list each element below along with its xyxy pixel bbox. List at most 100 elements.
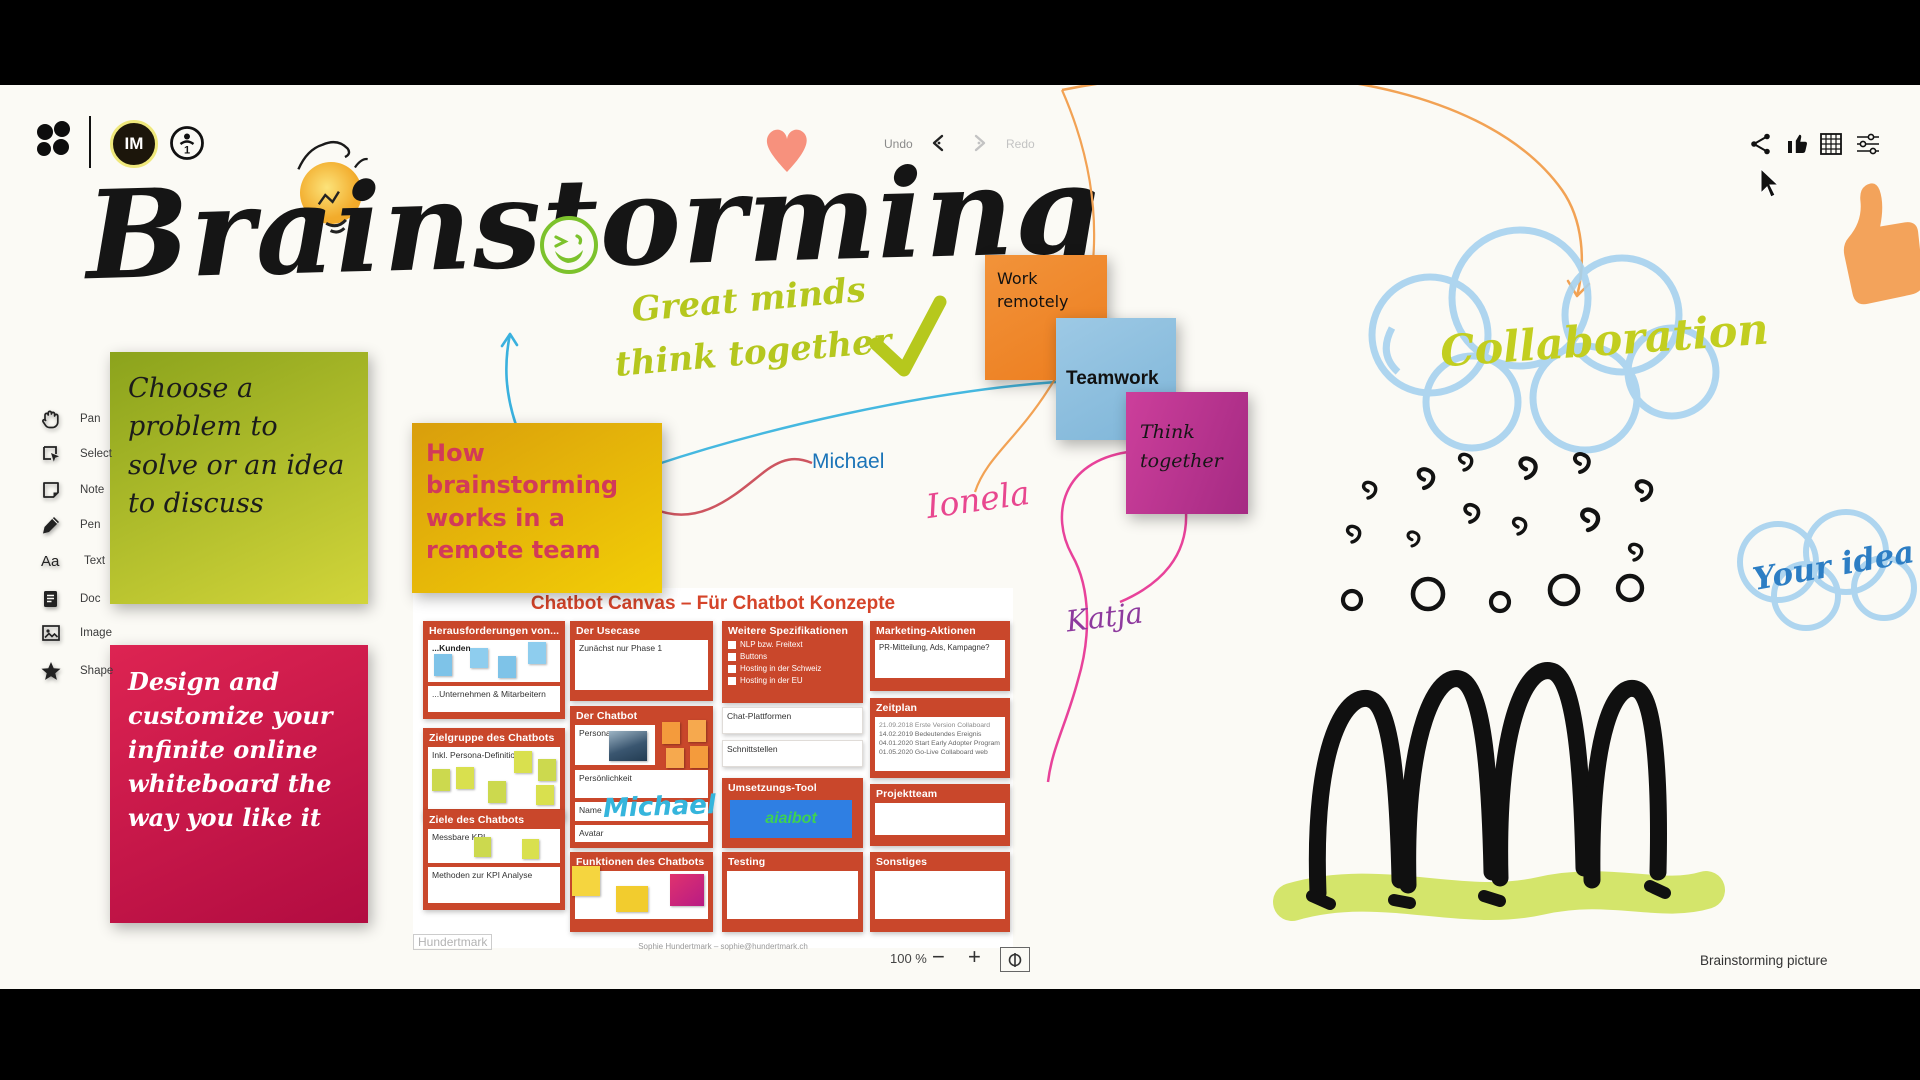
section-title: Herausforderungen von... — [429, 625, 560, 637]
mini-sticky — [572, 866, 600, 896]
header-divider — [89, 116, 91, 168]
tool-pan[interactable]: Pan — [40, 404, 170, 434]
mini-sticky — [666, 748, 684, 768]
mini-sticky — [470, 648, 488, 668]
section-title: Zielgruppe des Chatbots — [429, 732, 555, 744]
arches-drawing — [1273, 662, 1725, 921]
share-icon[interactable] — [1749, 132, 1773, 156]
mini-sticky — [434, 654, 452, 676]
section-title: Funktionen des Chatbots — [576, 856, 705, 868]
tool-label: Select — [80, 448, 112, 460]
zoom-out-button[interactable]: − — [932, 944, 945, 969]
history-forward-icon[interactable] — [970, 133, 988, 153]
doc-text: Name — [579, 805, 602, 815]
mini-sticky — [688, 720, 706, 742]
section-title: Der Usecase — [576, 625, 641, 637]
board-title[interactable]: Brainstorming — [84, 136, 1103, 308]
handwritten-name: Michael — [602, 790, 717, 824]
red-connector — [651, 457, 813, 516]
sticky-note-think-together[interactable]: Think together — [1126, 392, 1248, 514]
fit-screen-button[interactable] — [1000, 947, 1030, 972]
name-text-ionela[interactable]: Ionela — [923, 472, 1033, 527]
tool-label: Text — [84, 555, 106, 567]
section-title: Marketing-Aktionen — [876, 625, 976, 637]
thumbs-up-drawing — [1843, 183, 1920, 305]
checkbox — [728, 640, 736, 649]
sticky-text: Design and customize your infinite onlin… — [128, 667, 333, 833]
blue-arrow-connector — [500, 332, 519, 426]
board-name-label[interactable]: Brainstorming picture — [1700, 953, 1828, 968]
doc-text: ...Unternehmen & Mitarbeitern — [432, 689, 546, 699]
doc-icon — [44, 591, 57, 607]
mini-sticky — [474, 837, 491, 857]
checkbox-row[interactable]: Hosting in der Schweiz — [728, 664, 857, 673]
undo-label[interactable]: Undo — [884, 137, 913, 151]
doc-text: ...Kunden — [432, 643, 471, 653]
mini-sticky — [538, 759, 556, 781]
section-title: Sonstiges — [876, 856, 928, 868]
your-idea-label[interactable]: Your idea — [1750, 534, 1917, 598]
hundertmark-logo: Hundertmark — [413, 934, 493, 950]
name-text-katja[interactable]: Katja — [1064, 595, 1145, 639]
bottom-letterbox — [0, 989, 1920, 1080]
pink-connector-short — [1119, 511, 1188, 604]
tool-select[interactable]: Select — [40, 439, 170, 469]
checkbox-label: Hosting in der Schweiz — [740, 664, 822, 673]
mini-sticky — [662, 722, 680, 744]
sticky-text: Teamwork — [1066, 368, 1159, 389]
history-back-icon[interactable] — [930, 133, 948, 153]
pan-icon — [42, 410, 59, 429]
avatar-initials: IM — [124, 134, 144, 153]
grid-icon[interactable] — [1819, 132, 1843, 156]
tool-doc[interactable]: Doc — [40, 584, 170, 614]
shape-icon — [41, 662, 61, 680]
text-icon: Aa — [41, 553, 60, 570]
settings-icon[interactable] — [1855, 132, 1881, 156]
field-schnittstellen: Schnittstellen — [722, 740, 863, 767]
sticky-note-design[interactable]: Design and customize your infinite onlin… — [110, 645, 368, 923]
tool-label: Doc — [80, 593, 101, 605]
fit-screen-icon — [1008, 952, 1022, 967]
zoom-in-button[interactable]: + — [968, 944, 981, 969]
select-icon — [43, 446, 59, 462]
redo-label[interactable]: Redo — [1006, 137, 1035, 151]
section-sonstiges: Sonstiges — [870, 852, 1010, 932]
participants-icon[interactable]: 1 — [168, 124, 208, 164]
section-funktionen: Funktionen des Chatbots — [570, 852, 713, 932]
zeitplan-entry: 14.02.2019 Bedeutendes Ereignis — [879, 731, 982, 738]
user-avatar[interactable]: IM — [110, 120, 158, 168]
image-icon — [42, 625, 60, 641]
checkbox-label: Buttons — [740, 652, 768, 661]
name-text-michael[interactable]: Michael — [812, 450, 885, 473]
tool-shape[interactable]: Shape — [40, 656, 170, 686]
section-zielgruppe: Zielgruppe des Chatbots Inkl. Persona-De… — [423, 728, 565, 820]
section-herausforderungen: Herausforderungen von... ...Kunden ...Un… — [423, 621, 565, 719]
tool-text[interactable]: Aa Text — [40, 546, 170, 576]
section-title: Projektteam — [876, 788, 938, 800]
aiaibot-text: aiaibot — [765, 810, 817, 827]
section-title: Zeitplan — [876, 702, 918, 714]
tool-label: Image — [80, 627, 112, 639]
app-logo[interactable] — [34, 118, 74, 160]
tool-note[interactable]: Note — [40, 475, 170, 505]
tool-image[interactable]: Image — [40, 618, 170, 648]
chatbot-canvas-document[interactable]: Chatbot Canvas – Für Chatbot Konzepte He… — [413, 588, 1013, 951]
mini-sticky — [690, 746, 708, 768]
section-umsetzung: Umsetzungs-Tool aiaibot — [722, 778, 863, 848]
note-icon — [43, 482, 59, 498]
checkbox-row[interactable]: NLP bzw. Freitext — [728, 640, 857, 649]
mini-sticky — [456, 767, 474, 789]
checkbox-row[interactable]: Hosting in der EU — [728, 676, 857, 685]
section-title: Ziele des Chatbots — [429, 814, 525, 826]
doc-text: Avatar — [579, 828, 604, 838]
section-projektteam: Projektteam — [870, 784, 1010, 846]
like-icon[interactable] — [1785, 131, 1811, 157]
sticky-note-how[interactable]: How brainstorming works in a remote team — [412, 423, 662, 593]
collaboration-label[interactable]: Collaboration — [1438, 304, 1771, 378]
checkbox-row[interactable]: Buttons — [728, 652, 857, 661]
mini-sticky — [616, 886, 648, 912]
sticky-note-choose[interactable]: Choose a problem to solve or an idea to … — [110, 352, 368, 604]
sticky-text: Work remotely — [997, 269, 1069, 312]
mini-sticky — [670, 874, 704, 906]
tool-pen[interactable]: Pen — [40, 510, 170, 540]
